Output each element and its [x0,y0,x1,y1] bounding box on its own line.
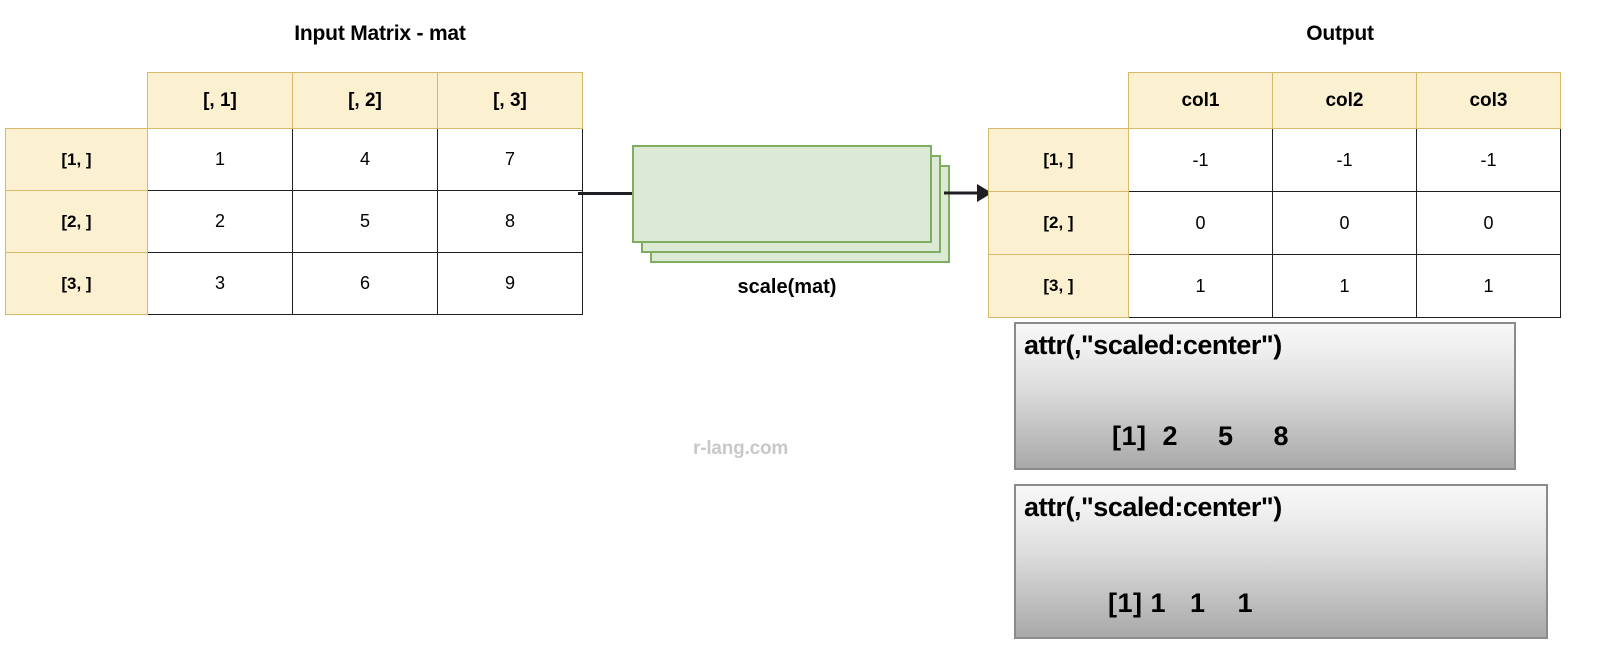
attr-scaled-center-title: attr(,"scaled:center") [1024,330,1282,360]
table-row: [1, ] -1 -1 -1 [988,128,1561,192]
output-col-header-3: col3 [1416,72,1561,129]
attr-scaled-scale-box: attr(,"scaled:center") [1] 1 1 1 [1014,484,1548,639]
arrow-right-icon [944,178,992,208]
output-row-header-2: [2, ] [988,191,1129,255]
input-cell-r1c2: 4 [292,128,438,191]
input-cell-r1c3: 7 [437,128,583,191]
input-col-header-2: [, 2] [292,72,438,129]
input-to-process-connector [578,192,636,195]
output-cell-r2c3: 0 [1416,191,1561,255]
input-cell-r2c3: 8 [437,190,583,253]
attr-scaled-center-box: attr(,"scaled:center") [1] 2 5 8 [1014,322,1516,470]
input-col-header-3: [, 3] [437,72,583,129]
output-col-header-2: col2 [1272,72,1417,129]
input-corner-cell [6,73,148,129]
output-cell-r3c3: 1 [1416,254,1561,318]
output-row-header-3: [3, ] [988,254,1129,318]
process-label: scale(mat) [737,276,837,298]
input-cell-r3c1: 3 [147,252,293,315]
input-row-header-3: [3, ] [5,252,148,315]
output-corner-cell [989,73,1129,129]
input-col-header-1: [, 1] [147,72,293,129]
attr-scaled-scale-values: [1] 1 1 1 [1108,588,1254,618]
input-cell-r1c1: 1 [147,128,293,191]
output-cell-r1c1: -1 [1128,128,1273,192]
output-matrix-table: col1 col2 col3 [1, ] -1 -1 -1 [2, ] 0 0 … [988,72,1561,318]
output-cell-r3c1: 1 [1128,254,1273,318]
table-row: [3, ] 3 6 9 [5,252,583,315]
output-row-header-1: [1, ] [988,128,1129,192]
output-cell-r2c2: 0 [1272,191,1417,255]
input-row-header-1: [1, ] [5,128,148,191]
input-matrix-table: [, 1] [, 2] [, 3] [1, ] 1 4 7 [2, ] 2 5 … [5,72,583,315]
input-cell-r2c1: 2 [147,190,293,253]
input-cell-r3c2: 6 [292,252,438,315]
process-sheet-front [632,145,932,243]
input-matrix-title: Input Matrix - mat [294,22,466,45]
output-cell-r1c2: -1 [1272,128,1417,192]
output-cell-r3c2: 1 [1272,254,1417,318]
input-cell-r2c2: 5 [292,190,438,253]
attr-scaled-center-values: [1] 2 5 8 [1112,421,1290,451]
input-header-row: [, 1] [, 2] [, 3] [6,72,583,129]
output-col-header-1: col1 [1128,72,1273,129]
table-row: [3, ] 1 1 1 [988,254,1561,318]
input-cell-r3c3: 9 [437,252,583,315]
process-stack-shape [632,145,952,265]
output-cell-r2c1: 0 [1128,191,1273,255]
input-row-header-2: [2, ] [5,190,148,253]
table-row: [1, ] 1 4 7 [5,128,583,191]
output-matrix-title: Output [1306,22,1374,45]
output-cell-r1c3: -1 [1416,128,1561,192]
attr-scaled-scale-title: attr(,"scaled:center") [1024,492,1282,522]
table-row: [2, ] 2 5 8 [5,190,583,253]
watermark-text: r-lang.com [693,438,789,459]
output-header-row: col1 col2 col3 [989,72,1561,129]
table-row: [2, ] 0 0 0 [988,191,1561,255]
